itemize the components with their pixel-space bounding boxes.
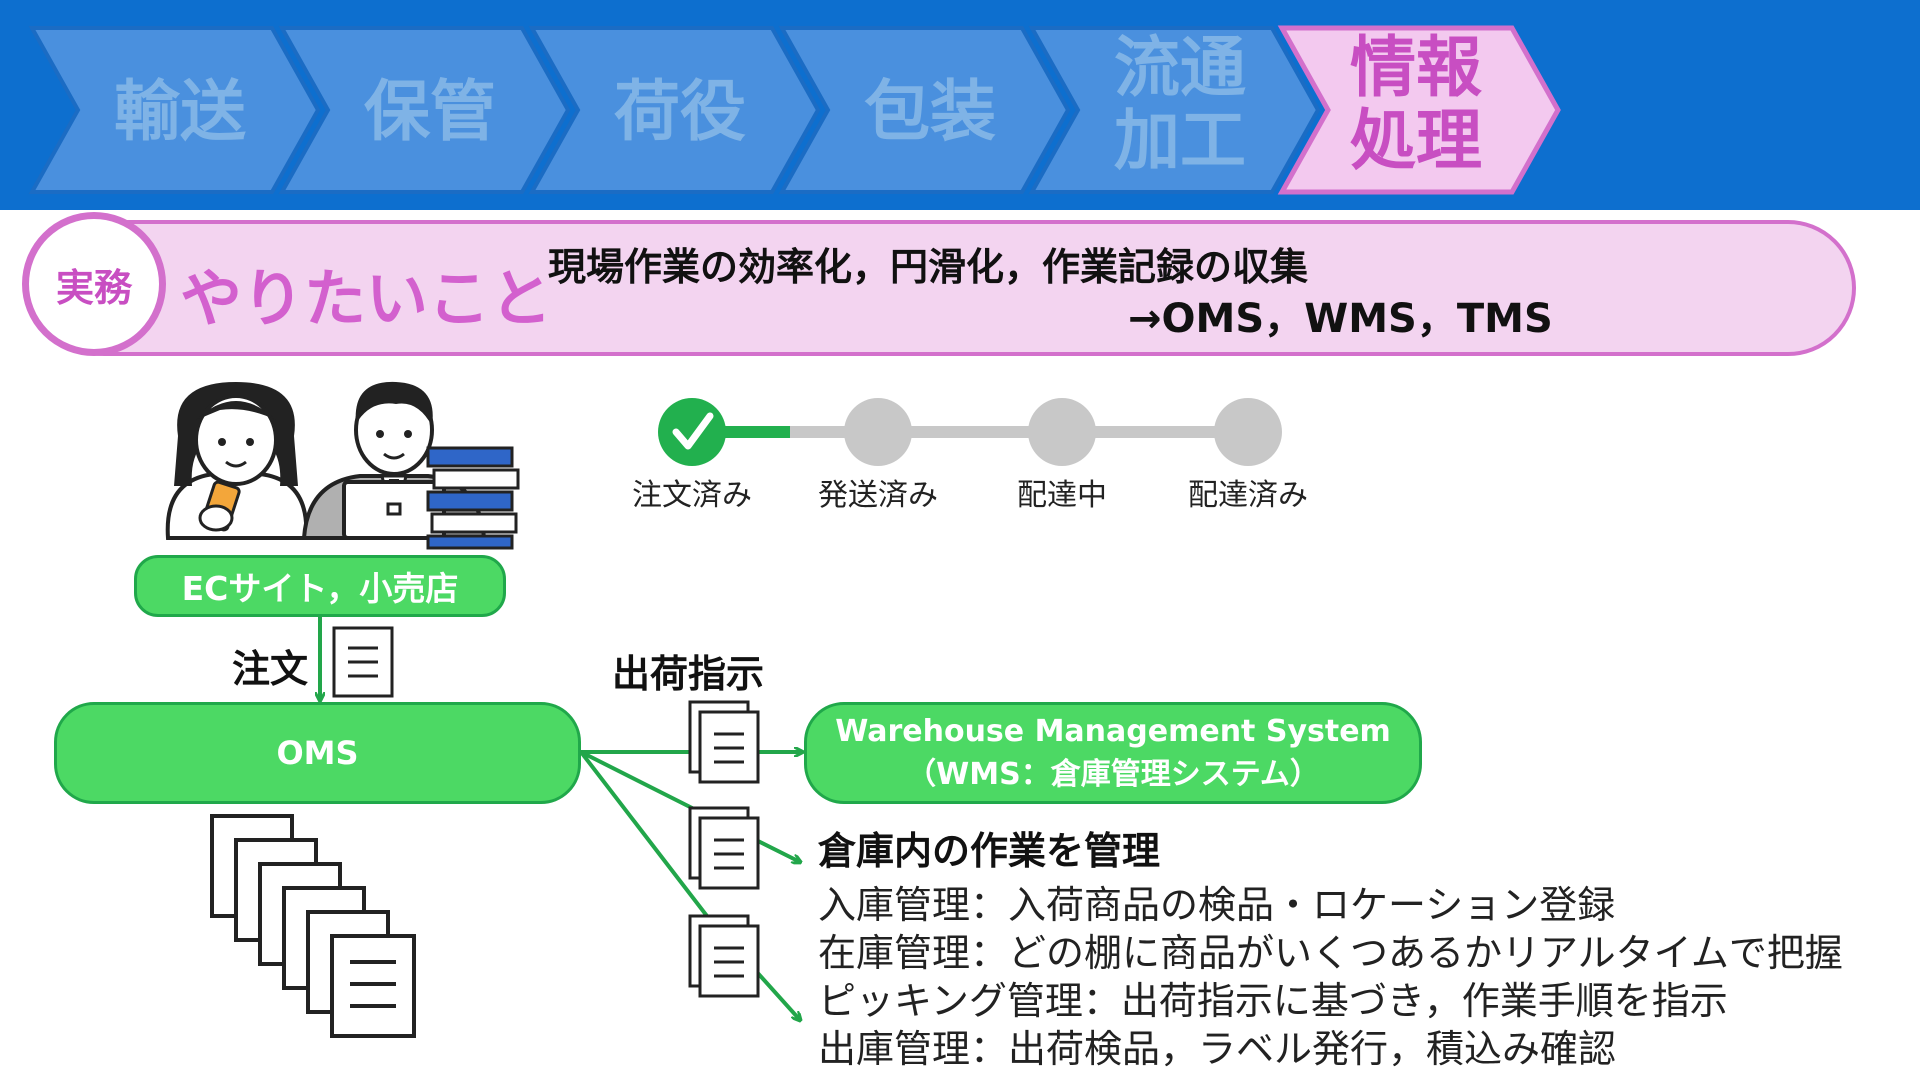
stacked-books-icon [426, 446, 520, 550]
wms-subtitle: （WMS：倉庫管理システム） [906, 757, 1320, 792]
stage-label-6-line2: 処理 [1350, 101, 1482, 179]
oms-box: OMS [54, 702, 581, 804]
stage-label-5-line2: 加工 [1114, 101, 1246, 179]
banner-goal-text: 現場作業の効率化，円滑化，作業記録の収集 [548, 245, 1309, 289]
function-shipping: 出庫管理：出荷検品，ラベル発行，積込み確認 [818, 1027, 1617, 1071]
step-label-shipped: 発送済み [818, 478, 938, 513]
stage-label-6-line1: 情報 [1350, 29, 1482, 106]
function-receiving: 入庫管理：入荷商品の検品・ロケーション登録 [818, 883, 1616, 927]
order-progress-tracker [658, 398, 1282, 466]
stage-label-4: 包装 [864, 73, 996, 150]
stage-arrow-3 [528, 26, 821, 194]
stage-arrow-2 [278, 26, 571, 194]
step-pending-circle-2 [844, 398, 912, 466]
stage-label-1: 輸送 [114, 73, 246, 150]
stage-label-2: 保管 [364, 73, 496, 150]
order-document-icon [332, 626, 394, 698]
goal-banner [36, 220, 1856, 356]
order-label: 注文 [232, 647, 309, 691]
step-label-ordered: 注文済み [632, 478, 752, 513]
practice-badge: 実務 [22, 212, 166, 356]
function-picking: ピッキング管理：出荷指示に基づき，作業手順を指示 [818, 979, 1728, 1023]
step-label-delivered: 配達済み [1188, 478, 1308, 513]
stage-label-3: 荷役 [614, 73, 746, 150]
shipping-instruction-label: 出荷指示 [612, 652, 765, 696]
stage-label-5-line1: 流通 [1114, 29, 1246, 106]
ec-store-box: ECサイト，小売店 [134, 555, 506, 617]
shipping-doc-icon-1 [688, 700, 760, 784]
wms-title: Warehouse Management System [835, 713, 1391, 749]
logistics-stages [28, 25, 1561, 195]
step-label-in-transit: 配達中 [1017, 478, 1107, 513]
check-icon [672, 412, 714, 450]
customer-woman-icon [165, 382, 309, 540]
shipping-doc-icon-3 [688, 914, 760, 998]
people-illustration [165, 381, 520, 550]
wms-heading: 倉庫内の作業を管理 [818, 829, 1161, 873]
step-pending-circle-4 [1214, 398, 1282, 466]
stage-arrow-6-active [1277, 25, 1561, 195]
step-pending-circle-3 [1028, 398, 1096, 466]
stage-label-6: 情報 処理 [1316, 29, 1516, 179]
function-inventory: 在庫管理：どの棚に商品がいくつあるかリアルタイムで把握 [818, 931, 1843, 975]
stage-label-5: 流通 加工 [1080, 29, 1280, 179]
order-stack-icon [210, 814, 416, 1038]
wms-box: Warehouse Management System （WMS：倉庫管理システ… [804, 702, 1422, 804]
stage-arrow-1 [28, 26, 321, 194]
banner-title: やりたいこと [180, 262, 553, 335]
stage-arrow-4 [778, 26, 1071, 194]
stage-arrow-5 [1028, 26, 1321, 194]
shipping-doc-icon-2 [688, 806, 760, 890]
banner-systems-text: →OMS，WMS，TMS [1128, 296, 1553, 342]
